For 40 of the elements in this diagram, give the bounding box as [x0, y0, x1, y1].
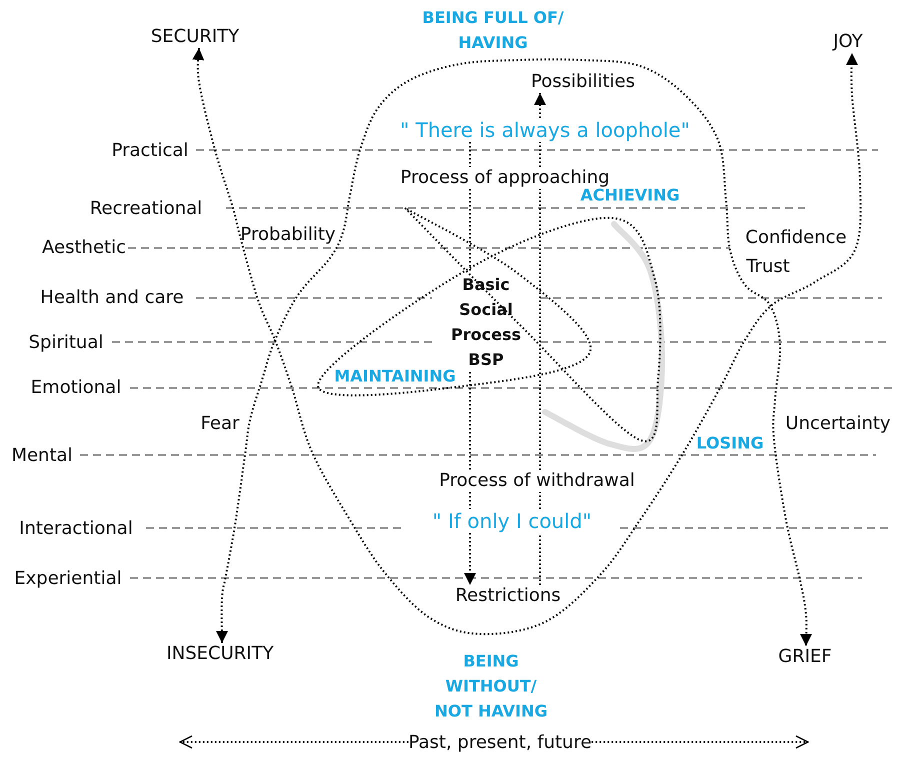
dimension-label: Emotional [30, 377, 122, 399]
node-label: Possibilities [531, 71, 635, 93]
dotted-connector [469, 492, 471, 509]
curve-label: Fear [200, 413, 240, 435]
dimension-label: Experiential [14, 568, 122, 590]
dotted-connector [469, 142, 471, 167]
dotted-arrow [534, 93, 546, 118]
curve-label: Uncertainty [785, 413, 891, 435]
pole-label: SECURITY [150, 26, 240, 48]
dotted-connector [469, 372, 471, 470]
dimension-label: Interactional [19, 518, 133, 540]
phase-label: MAINTAINING [334, 366, 456, 388]
pole-label: GRIEF [778, 646, 832, 668]
pole-label: JOY [833, 31, 863, 53]
curve-label: Probability [240, 224, 336, 246]
dotted-connector [539, 533, 541, 585]
timeline-arrow [179, 735, 408, 749]
dotted-connector [469, 189, 471, 272]
quote-text: " If only I could" [432, 509, 592, 533]
dotted-connector [539, 492, 541, 509]
dotted-arrow [464, 533, 476, 585]
timeline-arrow [592, 735, 809, 749]
quote-text: " There is always a loophole" [400, 118, 690, 142]
theme-heading: BEING FULL OF/ HAVING [421, 7, 565, 54]
curve-label: Confidence [745, 227, 847, 249]
dimension-label: Mental [11, 445, 73, 467]
pole-label: INSECURITY [166, 643, 274, 665]
dotted-connector [539, 189, 541, 470]
dimension-label: Recreational [90, 198, 202, 220]
dimension-label: Spiritual [28, 332, 104, 354]
dimension-label: Aesthetic [42, 237, 126, 259]
dimension-label: Health and care [40, 287, 184, 309]
dotted-connector [539, 142, 541, 167]
phase-label: LOSING [696, 432, 764, 454]
curve-label: Trust [746, 256, 790, 278]
process-label: Process of withdrawal [439, 470, 635, 492]
theme-heading: BEING WITHOUT/ NOT HAVING [433, 650, 549, 722]
node-label: Restrictions [455, 585, 561, 607]
dimension-label: Practical [112, 140, 188, 162]
timeline-label: Past, present, future [408, 732, 592, 754]
